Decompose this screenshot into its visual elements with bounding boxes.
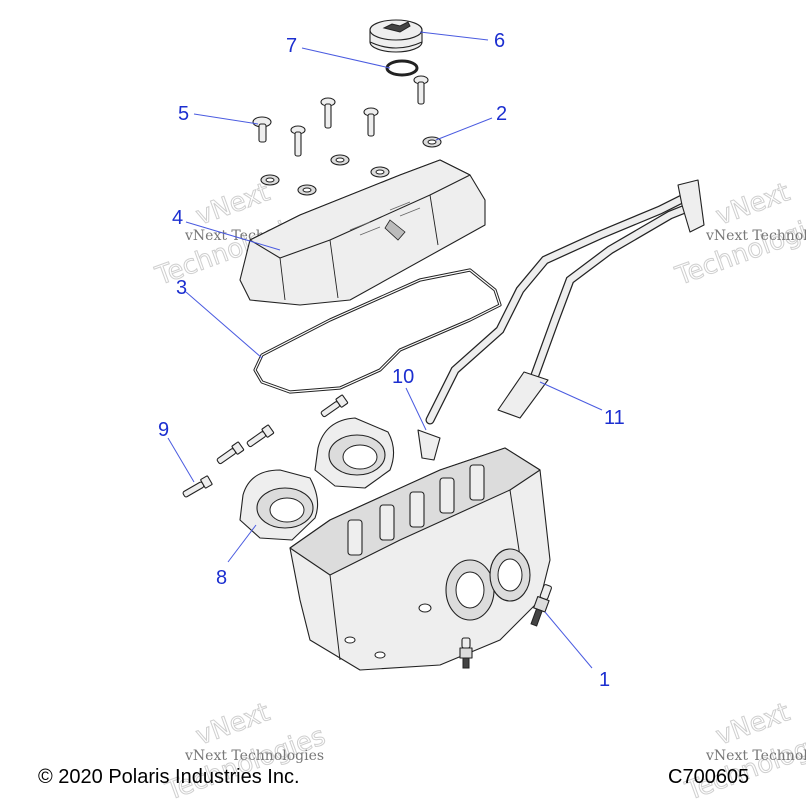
valve-cover	[239, 159, 486, 306]
callout-7: 7	[286, 35, 297, 57]
oil-filler-cap	[369, 19, 423, 53]
leader-line-4	[185, 221, 281, 251]
leader-line-9	[167, 437, 195, 483]
leader-line-5	[193, 113, 259, 125]
leader-line-1	[544, 611, 593, 669]
breather-tube	[417, 179, 705, 461]
leader-line-6	[419, 31, 489, 41]
leader-line-8	[227, 524, 257, 563]
watermark-text: vNext Technologies	[184, 748, 324, 764]
leader-lines	[167, 31, 603, 669]
o-ring	[385, 59, 419, 77]
callout-labels: 1 2 3 4 5 6 7 8 9 10 11	[158, 30, 625, 691]
leader-line-11	[539, 381, 603, 411]
intake-boots	[239, 417, 395, 541]
grommets	[260, 136, 442, 196]
callout-1: 1	[599, 669, 610, 691]
leader-line-2	[435, 117, 493, 141]
callout-2: 2	[496, 103, 507, 125]
cover-bolts	[252, 75, 429, 157]
callout-11: 11	[604, 407, 625, 429]
leader-line-10	[405, 387, 427, 431]
watermark-text: vNext Technologies	[705, 228, 806, 244]
callout-6: 6	[494, 30, 505, 52]
callout-3: 3	[176, 277, 187, 299]
callout-4: 4	[172, 207, 183, 229]
leader-line-3	[185, 291, 263, 359]
spark-plugs	[459, 584, 552, 669]
callout-8: 8	[216, 567, 227, 589]
valve-cover-gasket	[253, 268, 502, 394]
callout-5: 5	[178, 103, 189, 125]
leader-line-7	[301, 47, 391, 69]
diagram-code: C700605	[668, 766, 750, 788]
callout-9: 9	[158, 419, 169, 441]
manifold-bolts	[182, 394, 349, 498]
copyright-text: © 2020 Polaris Industries Inc.	[38, 766, 300, 788]
watermark-text: vNext Technologies	[705, 748, 806, 764]
callout-10: 10	[392, 366, 414, 388]
